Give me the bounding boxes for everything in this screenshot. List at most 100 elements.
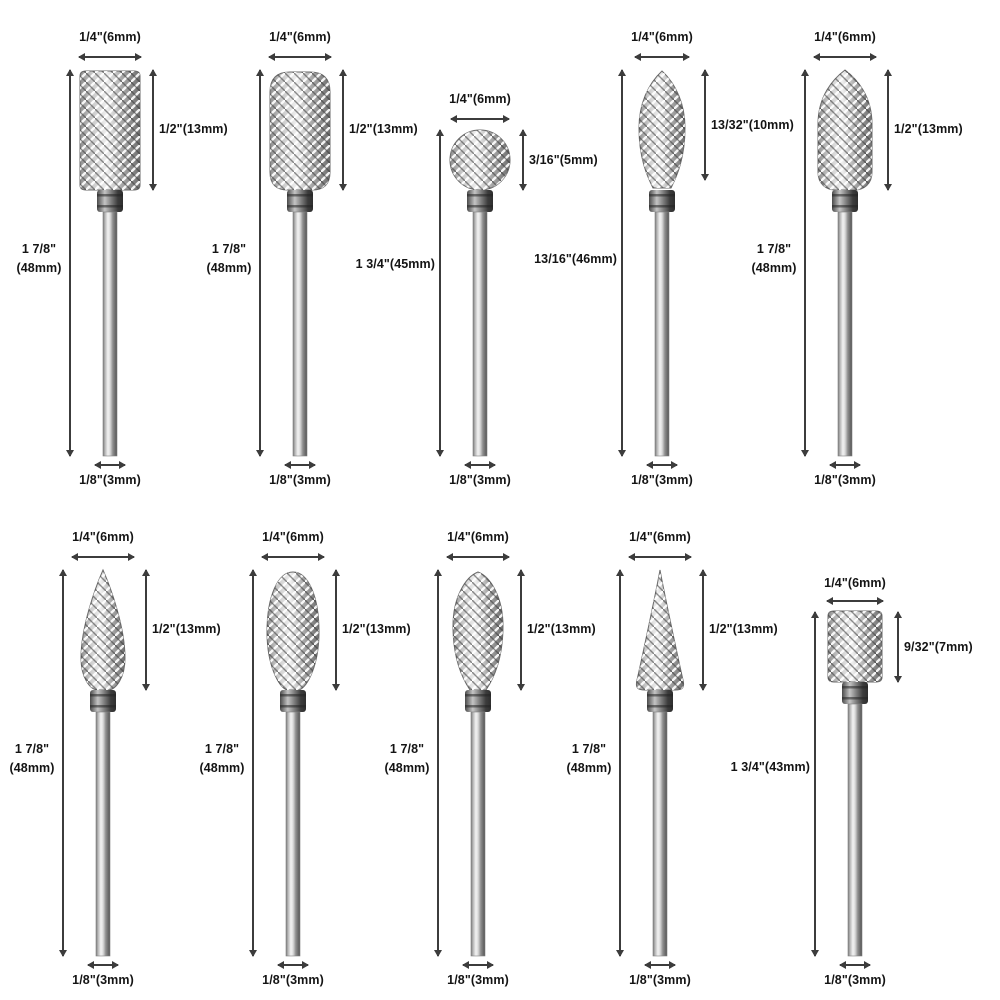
overall-length-arrow xyxy=(616,569,623,957)
head-diameter-label: 1/4"(6mm) xyxy=(72,530,134,544)
overall-length-label: 1 7/8"(48mm) xyxy=(199,742,245,776)
overall-length-label: 1 7/8"(48mm) xyxy=(16,242,62,276)
shank-diameter-arrow xyxy=(646,461,678,468)
head-diameter-arrow xyxy=(268,53,332,60)
head-diameter-arrow xyxy=(450,115,510,122)
head-length-arrow xyxy=(884,69,891,191)
burr-item: 1/4"(6mm) 1/2"(13mm) 1 7/8"(48mm) 1/8"(3… xyxy=(16,0,227,500)
burr-graphic xyxy=(635,569,685,957)
shank-diameter-arrow xyxy=(464,461,496,468)
head-length-label: 1/2"(13mm) xyxy=(342,622,411,636)
head-diameter-label: 1/4"(6mm) xyxy=(262,530,324,544)
shank-diameter-arrow xyxy=(829,461,861,468)
head-length-arrow xyxy=(149,69,156,191)
shank-diameter-arrow xyxy=(94,461,126,468)
overall-length-arrow xyxy=(801,69,808,457)
burr-graphic xyxy=(269,71,331,457)
shank-diameter-label: 1/8"(3mm) xyxy=(72,973,134,987)
overall-length-label: 1 3/4"(45mm) xyxy=(355,257,435,271)
shank-diameter-arrow xyxy=(284,461,316,468)
head-length-label: 1/2"(13mm) xyxy=(152,622,221,636)
overall-length-label: 1 7/8"(48mm) xyxy=(384,742,430,776)
flute-pattern xyxy=(81,570,125,690)
head-diameter-label: 1/4"(6mm) xyxy=(814,30,876,44)
head-diameter-label: 1/4"(6mm) xyxy=(79,30,141,44)
burr-graphic xyxy=(79,70,141,457)
flute-pattern xyxy=(270,72,330,190)
shank-diameter-arrow xyxy=(644,961,676,968)
overall-length-label: 1 3/4"(43mm) xyxy=(730,760,810,774)
head-length-label: 13/32"(10mm) xyxy=(711,118,794,132)
flute-pattern xyxy=(450,130,510,190)
burr-item: 1/4"(6mm) 3/16"(5mm) 1 3/4"(45mm) 1/8"(3… xyxy=(356,0,598,500)
head-diameter-label: 1/4"(6mm) xyxy=(269,30,331,44)
shank-diameter-arrow xyxy=(839,961,871,968)
head-length-arrow xyxy=(894,611,901,683)
head-length-label: 1/2"(13mm) xyxy=(709,622,778,636)
flute-pattern xyxy=(828,611,882,682)
head-diameter-arrow xyxy=(78,53,142,60)
overall-length-arrow xyxy=(66,69,73,457)
head-length-label: 3/16"(5mm) xyxy=(529,153,598,167)
burr-item: 1/4"(6mm) 9/32"(7mm) 1 3/4"(43mm) 1/8"(3… xyxy=(731,500,973,1000)
shank-diameter-label: 1/8"(3mm) xyxy=(449,473,511,487)
head-length-arrow xyxy=(701,69,708,181)
burr-item: 1/4"(6mm) 1/2"(13mm) 1 7/8"(48mm) 1/8"(3… xyxy=(751,0,962,500)
head-length-arrow xyxy=(332,569,339,691)
flute-pattern xyxy=(636,570,684,690)
flute-pattern xyxy=(818,70,872,190)
head-length-arrow xyxy=(517,569,524,691)
overall-length-arrow xyxy=(811,611,818,957)
burr-item: 1/4"(6mm) 1/2"(13mm) 1 7/8"(48mm) 1/8"(3… xyxy=(566,500,777,1000)
overall-length-arrow xyxy=(618,69,625,457)
burr-graphic xyxy=(638,70,686,457)
burr-item: 1/4"(6mm) 1/2"(13mm) 1 7/8"(48mm) 1/8"(3… xyxy=(199,500,410,1000)
head-diameter-arrow xyxy=(446,553,510,560)
flute-pattern xyxy=(80,71,140,190)
head-length-label: 1/2"(13mm) xyxy=(159,122,228,136)
shank-diameter-arrow xyxy=(87,961,119,968)
head-diameter-label: 1/4"(6mm) xyxy=(447,530,509,544)
shank-diameter-label: 1/8"(3mm) xyxy=(824,973,886,987)
head-diameter-arrow xyxy=(826,597,884,604)
burr-graphic xyxy=(449,129,511,457)
overall-length-label: 1 7/8"(48mm) xyxy=(751,242,797,276)
overall-length-label: 1 7/8"(48mm) xyxy=(9,742,55,776)
head-diameter-arrow xyxy=(634,53,690,60)
shank-diameter-label: 1/8"(3mm) xyxy=(814,473,876,487)
head-length-arrow xyxy=(519,129,526,191)
burr-item: 1/4"(6mm) 1/2"(13mm) 1 7/8"(48mm) 1/8"(3… xyxy=(206,0,417,500)
head-diameter-label: 1/4"(6mm) xyxy=(631,30,693,44)
head-length-label: 1/2"(13mm) xyxy=(894,122,963,136)
head-diameter-arrow xyxy=(628,553,692,560)
overall-length-label: 1 7/8"(48mm) xyxy=(566,742,612,776)
head-diameter-arrow xyxy=(71,553,135,560)
head-length-label: 9/32"(7mm) xyxy=(904,640,973,654)
burr-graphic xyxy=(266,571,320,957)
overall-length-arrow xyxy=(436,129,443,457)
burr-graphic xyxy=(817,69,873,457)
shank-diameter-arrow xyxy=(462,961,494,968)
flute-pattern xyxy=(267,572,319,690)
shank-diameter-label: 1/8"(3mm) xyxy=(269,473,331,487)
flute-pattern xyxy=(639,71,685,188)
shank-diameter-label: 1/8"(3mm) xyxy=(629,973,691,987)
overall-length-label: 1 7/8"(48mm) xyxy=(206,242,252,276)
shank-diameter-label: 1/8"(3mm) xyxy=(79,473,141,487)
head-length-arrow xyxy=(142,569,149,691)
head-length-arrow xyxy=(699,569,706,691)
head-diameter-label: 1/4"(6mm) xyxy=(449,92,511,106)
overall-length-arrow xyxy=(249,569,256,957)
overall-length-arrow xyxy=(256,69,263,457)
head-diameter-label: 1/4"(6mm) xyxy=(824,576,886,590)
overall-length-arrow xyxy=(434,569,441,957)
flute-pattern xyxy=(453,572,503,690)
burr-graphic xyxy=(452,571,504,957)
shank-diameter-label: 1/8"(3mm) xyxy=(447,973,509,987)
head-length-label: 1/2"(13mm) xyxy=(349,122,418,136)
overall-length-label: 13/16"(46mm) xyxy=(534,252,617,266)
head-length-label: 1/2"(13mm) xyxy=(527,622,596,636)
shank-diameter-label: 1/8"(3mm) xyxy=(631,473,693,487)
burr-item: 1/4"(6mm) 1/2"(13mm) 1 7/8"(48mm) 1/8"(3… xyxy=(384,500,595,1000)
